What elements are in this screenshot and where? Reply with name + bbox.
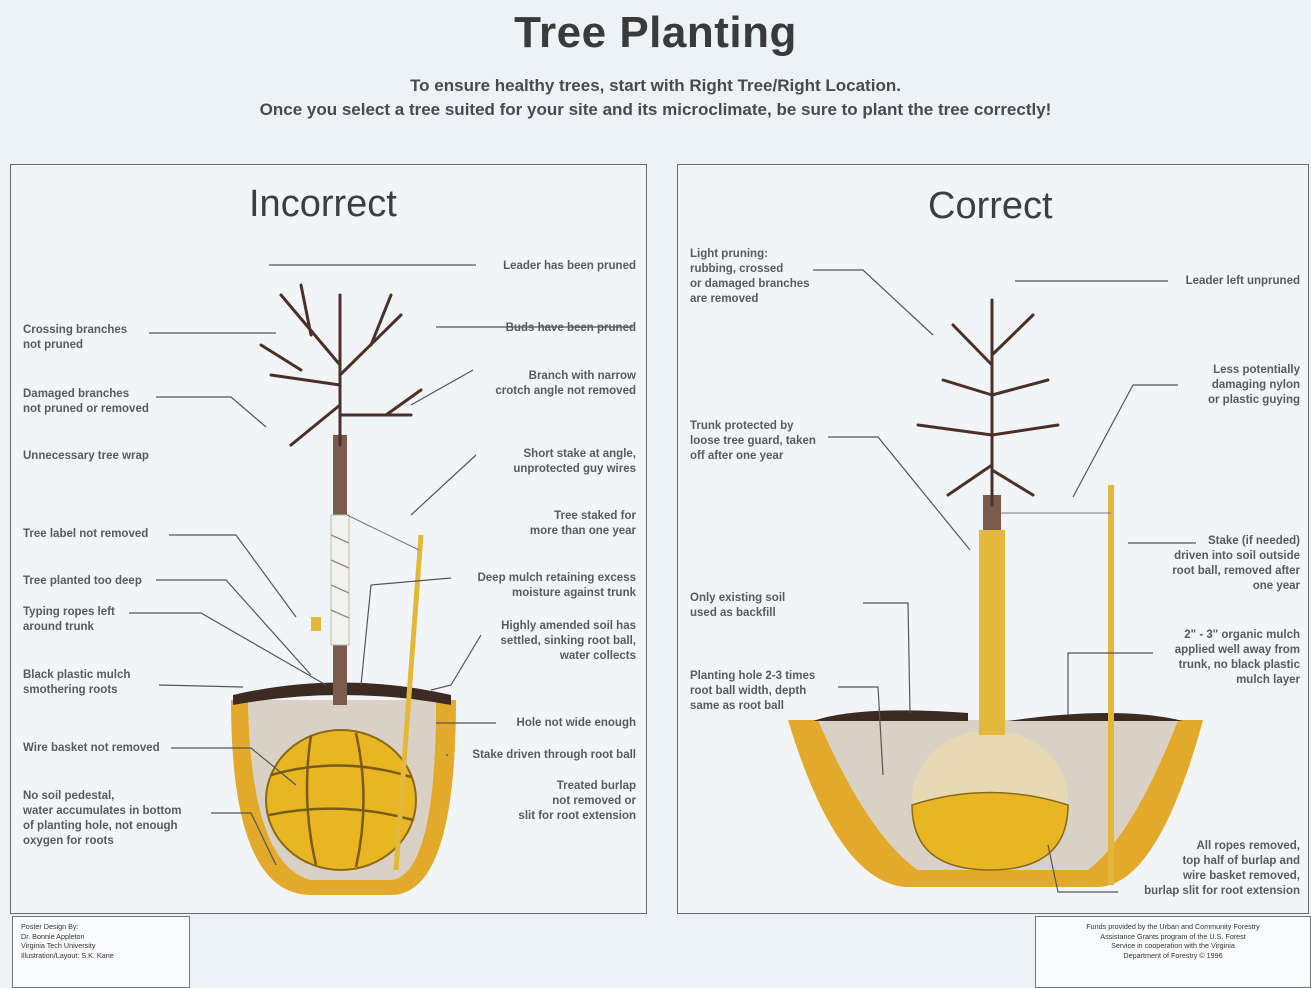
label-tree-label: Tree label not removed [23,527,148,542]
label-buds-pruned: Buds have been pruned [506,321,636,336]
tree-label [311,617,321,631]
correct-panel: Correct Light pruning: rubbing, crossed … [677,164,1309,914]
label-crossing-branches: Crossing branches not pruned [23,323,127,353]
label-planting-hole-width: Planting hole 2-3 times root ball width,… [690,669,815,714]
credit-box-left: Poster Design By: Dr. Bonnie Appleton Vi… [12,916,190,988]
label-stake-outside-rootball: Stake (if needed) driven into soil outsi… [1172,534,1300,594]
label-typing-ropes: Typing ropes left around trunk [23,605,115,635]
label-less-damaging-guying: Less potentially damaging nylon or plast… [1208,363,1300,408]
label-leader-pruned: Leader has been pruned [503,259,636,274]
label-light-pruning: Light pruning: rubbing, crossed or damag… [690,247,810,307]
incorrect-heading: Incorrect [249,183,397,226]
label-deep-mulch: Deep mulch retaining excess moisture aga… [477,571,636,601]
label-wire-basket: Wire basket not removed [23,741,160,756]
label-ropes-removed: All ropes removed, top half of burlap an… [1144,839,1300,899]
correct-heading: Correct [928,185,1053,228]
credit-box-right: Funds provided by the Urban and Communit… [1035,916,1311,988]
subtitle-line-1: To ensure healthy trees, start with Righ… [0,76,1311,96]
root-ball [266,730,416,870]
label-leader-unpruned: Leader left unpruned [1186,274,1300,289]
label-trunk-protected: Trunk protected by loose tree guard, tak… [690,419,816,464]
label-unnecessary-tree-wrap: Unnecessary tree wrap [23,449,149,464]
label-amended-soil: Highly amended soil has settled, sinking… [501,619,636,664]
label-damaged-branches: Damaged branches not pruned or removed [23,387,149,417]
label-existing-soil: Only existing soil used as backfill [690,591,785,621]
tree-wrap [331,515,349,645]
label-staked-too-long: Tree staked for more than one year [530,509,636,539]
label-hole-not-wide: Hole not wide enough [517,716,636,731]
label-planted-too-deep: Tree planted too deep [23,574,142,589]
label-organic-mulch: 2" - 3" organic mulch applied well away … [1175,628,1300,688]
label-narrow-crotch: Branch with narrow crotch angle not remo… [495,369,636,399]
label-no-soil-pedestal: No soil pedestal, water accumulates in b… [23,789,181,849]
tree-guard [979,530,1005,735]
label-stake-through-rootball: Stake driven through root ball [472,748,636,763]
label-short-stake: Short stake at angle, unprotected guy wi… [513,447,636,477]
label-treated-burlap: Treated burlap not removed or slit for r… [518,779,636,824]
subtitle-line-2: Once you select a tree suited for your s… [0,100,1311,120]
label-black-plastic-mulch: Black plastic mulch smothering roots [23,668,130,698]
incorrect-panel: Incorrect Crossing branches not pruned D… [10,164,647,914]
page-title: Tree Planting [0,8,1311,58]
